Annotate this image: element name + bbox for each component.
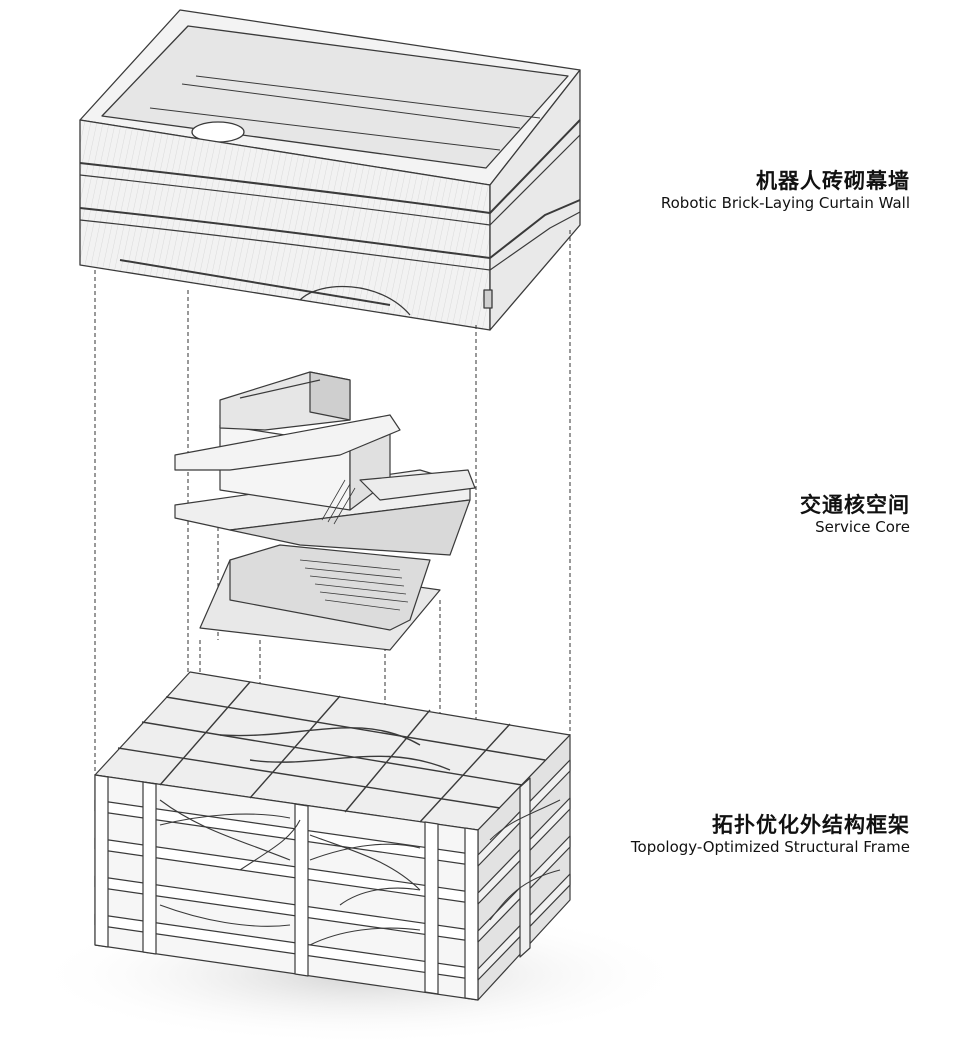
core-slab-upper — [174, 414, 401, 471]
curtain-wall-top-opening — [101, 25, 569, 169]
frame-topology-branches — [159, 799, 421, 946]
structural-frame-title-en: Topology-Optimized Structural Frame — [630, 838, 910, 856]
frame-right-branch — [489, 799, 561, 921]
core-top-edge — [239, 379, 321, 399]
core-top-wall — [309, 371, 351, 421]
curtain-wall-title-en: Robotic Brick-Laying Curtain Wall — [660, 194, 910, 212]
core-stair-treads — [299, 559, 409, 611]
core-stair-lower — [229, 544, 431, 631]
service-core-label: 交通核空间 Service Core — [800, 492, 910, 536]
frame-right-beams — [477, 759, 571, 981]
core-mid-underside — [229, 499, 471, 556]
curtain-wall-arch — [299, 285, 411, 316]
frame-top-grid — [117, 681, 546, 823]
service-core-title-zh: 交通核空间 — [800, 493, 910, 517]
curtain-wall-band-4 — [79, 211, 581, 271]
frame-left-columns — [94, 774, 479, 1001]
curtain-wall-right-face — [489, 69, 581, 331]
core-slab-upper-right — [359, 469, 476, 501]
curtain-wall-title-zh: 机器人砖砌幕墙 — [756, 169, 910, 193]
curtain-wall-door — [483, 289, 493, 309]
curtain-wall-band-1 — [79, 119, 581, 214]
curtain-wall-label: 机器人砖砌幕墙 Robotic Brick-Laying Curtain Wal… — [661, 168, 910, 212]
curtain-wall-model — [79, 9, 581, 331]
structural-frame-title-zh: 拓扑优化外结构框架 — [712, 813, 910, 837]
core-stair-upper — [321, 479, 356, 525]
frame-left-beams — [94, 799, 479, 981]
curtain-wall-inner-band — [149, 75, 541, 151]
structural-frame-label: 拓扑优化外结构框架 Topology-Optimized Structural … — [631, 812, 910, 856]
service-core-title-en: Service Core — [815, 518, 910, 536]
service-core-model — [174, 371, 476, 651]
curtain-wall-band-3 — [79, 199, 581, 259]
curtain-wall-band-2 — [79, 134, 581, 226]
structural-frame-model — [94, 671, 571, 1001]
curtain-wall-lintel — [119, 259, 391, 306]
